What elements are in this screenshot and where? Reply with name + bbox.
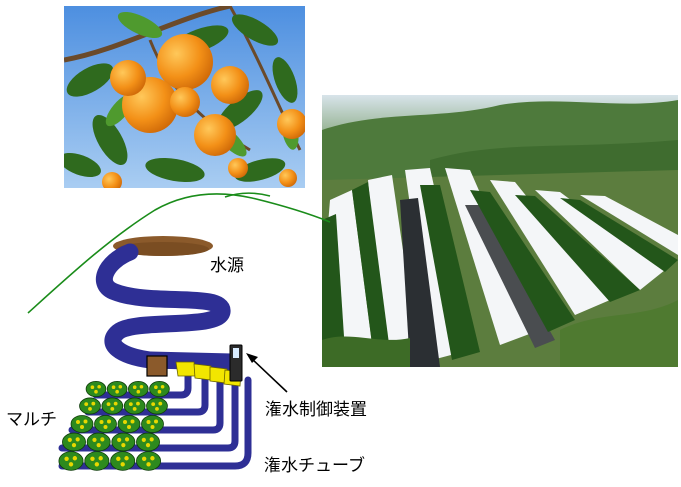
mulch-tree-fruit (136, 401, 140, 406)
mulch-tree-fruit (90, 456, 95, 461)
mulch-tree-fruit (145, 443, 151, 448)
mulch-tree (141, 415, 164, 433)
hill-outline (27, 193, 331, 314)
mulch-tree (85, 380, 107, 398)
mulch-tree-fruit (94, 389, 98, 394)
mulch-tree (62, 432, 86, 452)
mulch-tree-fruit (150, 425, 155, 429)
mulch-tree-fruit (92, 437, 97, 442)
mulch-tree-fruit (68, 462, 74, 467)
mulch-tree-fruit (151, 402, 156, 406)
mulch-tree-fruit (72, 456, 78, 461)
label-mulch: マルチ (6, 410, 57, 430)
mulch-tree-fruit (120, 462, 125, 467)
mulch-tree (136, 432, 160, 452)
mulch-tree-fruit (80, 425, 84, 429)
mulch-tree-fruit (157, 389, 162, 394)
mulch-tree-fruit (160, 384, 165, 389)
label-irrigation-controller: 潅水制御装置 (265, 400, 367, 420)
label-irrigation-tube: 潅水チューブ (264, 456, 365, 476)
mulch-tree (110, 451, 136, 471)
mandarin-oranges-photo (64, 6, 305, 188)
mulch-tree-fruit (124, 437, 130, 442)
mulch-tree-fruit (75, 437, 80, 442)
mulch-tree (101, 397, 124, 415)
mulch-tree-fruit (117, 437, 122, 442)
mulch-tree (136, 451, 162, 471)
mulch-tree-fruit (146, 420, 151, 424)
mulch-tree-fruit (124, 456, 129, 461)
mulch-tree-fruit (83, 419, 88, 424)
mulch-tree (117, 415, 141, 433)
mulch-tree-fruit (127, 425, 131, 429)
mulch-tree-fruit (154, 385, 158, 390)
mulch-tree-fruit (98, 456, 103, 461)
mulch-tree-fruit (130, 419, 135, 424)
mulch-tree (128, 380, 149, 398)
mulch-tree-rows (58, 380, 170, 471)
mulch-tree-fruit (76, 420, 80, 424)
mulch-tree-fruit (103, 425, 108, 429)
mulch-tree-fruit (118, 384, 123, 389)
mulch-tree (106, 380, 128, 398)
mulch-tree-fruit (132, 406, 137, 411)
mulch-tree-fruit (141, 437, 146, 442)
mulch-tree-fruit (84, 402, 89, 406)
mulch-tree-fruit (132, 385, 137, 390)
controller-pointer-arrow (246, 353, 288, 393)
mulch-tree-fruit (88, 406, 92, 411)
mulch-tree-fruit (97, 384, 101, 389)
mulch-tree-fruit (99, 420, 104, 424)
mulch-tree-fruit (113, 401, 118, 406)
mulch-tree (111, 432, 136, 452)
mulch-tree (79, 397, 101, 415)
mulch-tree-fruit (107, 419, 111, 424)
mulch-tree-fruit (146, 462, 151, 467)
valve-box (146, 355, 168, 377)
mulch-tree-fruit (106, 402, 111, 406)
hill-outline-ridge (224, 192, 271, 198)
mulch-tree-fruit (149, 437, 154, 442)
mulch-tree-fruit (67, 437, 72, 442)
mulch-tree (149, 380, 170, 398)
terraced-orchard-mulch-photo (322, 95, 678, 367)
mulch-tree-fruit (128, 402, 133, 406)
mulch-tree (70, 415, 94, 433)
mulch-tree-fruit (158, 401, 163, 406)
mulch-tree (146, 397, 168, 415)
mulch-tree-fruit (71, 443, 77, 448)
mulch-tree-fruit (64, 456, 69, 461)
irrigation-controller (229, 344, 243, 382)
mulch-tree-fruit (110, 406, 115, 411)
mulch-tree (58, 451, 84, 471)
supply-pipe (95, 243, 231, 369)
mulch-tree-fruit (155, 406, 159, 411)
mulch-tree-fruit (91, 401, 96, 406)
mulch-tree-fruit (116, 456, 121, 461)
mulch-tree-fruit (121, 443, 126, 448)
label-water-source: 水源 (210, 256, 244, 276)
mulch-tree-fruit (90, 385, 95, 390)
mulch-tree-fruit (136, 389, 141, 394)
mulch-tree-fruit (123, 420, 127, 424)
mulch-tree-fruit (141, 456, 147, 461)
irrigation-tubes (58, 368, 252, 470)
mulch-tree-fruit (115, 389, 119, 394)
mulch-tree-fruit (100, 437, 105, 442)
mulch-tree-fruit (94, 462, 100, 467)
mulch-tree (86, 432, 111, 452)
mulch-tree-fruit (139, 384, 144, 389)
mulch-tree (84, 451, 110, 471)
mulch-tree-fruit (111, 385, 116, 390)
mulch-tree (94, 415, 117, 433)
mulch-tree-fruit (96, 443, 101, 448)
mulch-tree-fruit (150, 456, 155, 461)
mulch-tree-fruit (154, 419, 158, 424)
mulch-tree (123, 397, 146, 415)
